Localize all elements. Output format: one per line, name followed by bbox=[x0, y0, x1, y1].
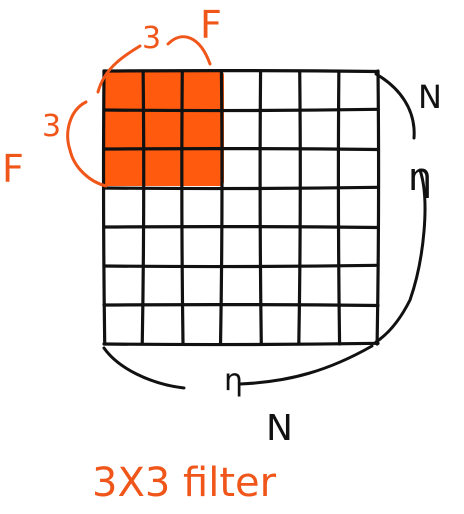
grid-vertical-line bbox=[258, 69, 263, 346]
filter-left-brace bbox=[66, 100, 108, 188]
grid-horizontal-line bbox=[102, 341, 380, 347]
right-label-variable: N bbox=[418, 78, 442, 116]
grid-vertical-line bbox=[297, 69, 302, 346]
grid-horizontal-line bbox=[102, 225, 380, 230]
grid-vertical-line bbox=[140, 69, 146, 346]
grid-horizontal-line bbox=[102, 69, 380, 74]
filter-top-brace bbox=[96, 35, 212, 94]
grid-vertical-line bbox=[336, 69, 342, 346]
grid-horizontal-line bbox=[102, 263, 380, 269]
filter-left-label-variable: F bbox=[2, 147, 24, 191]
filter-top-label-variable: F bbox=[200, 3, 222, 47]
grid-vertical-line bbox=[218, 69, 224, 346]
bottom-label-eta: η bbox=[224, 363, 243, 398]
input-grid bbox=[101, 69, 381, 347]
grid-vertical-line bbox=[101, 69, 107, 346]
grid-horizontal-line bbox=[102, 185, 380, 191]
filter-left-label-number: 3 bbox=[42, 109, 61, 144]
grid-horizontal-line bbox=[102, 107, 380, 113]
right-dimension-brace bbox=[374, 72, 427, 344]
filter-region-highlight bbox=[104, 71, 224, 186]
bottom-dimension-brace bbox=[102, 344, 374, 390]
grid-horizontal-line bbox=[102, 147, 380, 152]
filter-top-label-number: 3 bbox=[142, 21, 161, 56]
grid-vertical-line bbox=[375, 69, 381, 346]
grid-horizontal-line bbox=[102, 303, 380, 308]
grid-vertical-line bbox=[180, 69, 185, 346]
bottom-label-variable: N bbox=[266, 408, 293, 449]
caption: 3X3 filter bbox=[92, 460, 277, 506]
right-label-eta: η bbox=[408, 155, 432, 199]
